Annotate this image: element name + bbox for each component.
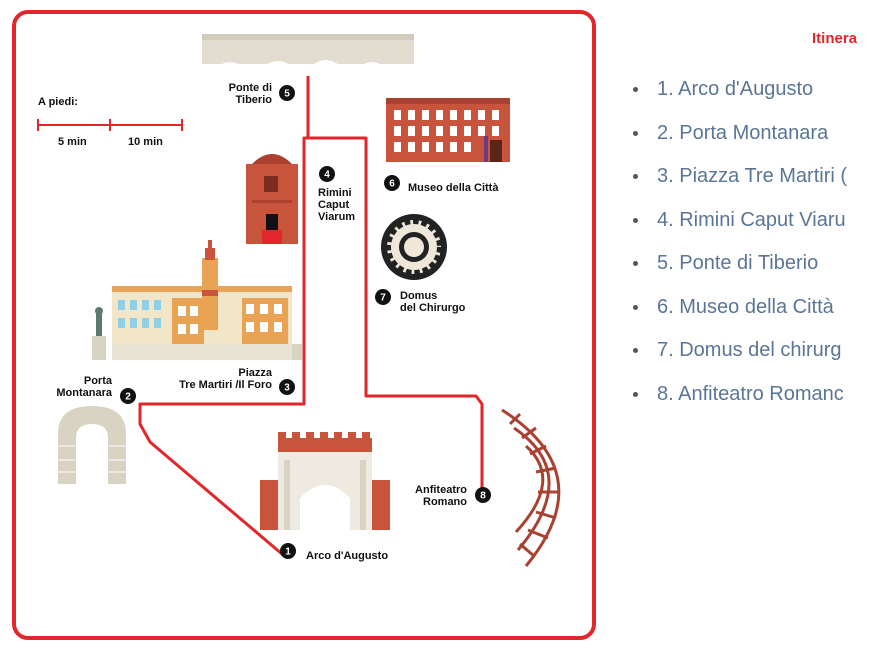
- stop-label-5: Ponte di: [229, 82, 272, 94]
- itinerary-item-label[interactable]: 8. Anfiteatro Romanc: [657, 382, 844, 405]
- stop-marker-8: [475, 487, 491, 503]
- arch-illustration: [260, 432, 390, 530]
- walking-scale: A piedi: 5 min 10 min: [37, 96, 183, 148]
- itinerary-title: Itinera: [812, 30, 858, 47]
- stop-label-3: Tre Martiri /Il Foro: [179, 379, 272, 391]
- bullet-icon: [633, 304, 638, 310]
- amphitheatre-illustration: [501, 408, 561, 567]
- bullet-icon: [633, 348, 638, 353]
- stop-number-5: 5: [284, 89, 290, 100]
- bullet-icon: [633, 87, 638, 92]
- stop-number-1: 1: [285, 547, 291, 558]
- stop-number-8: 8: [480, 491, 486, 502]
- bullet-icon: [633, 261, 638, 266]
- itinerary-item-label[interactable]: 6. Museo della Città: [657, 295, 834, 318]
- walking-route: [138, 136, 484, 556]
- itinerary-item: 7. Domus del chirurg: [630, 333, 871, 377]
- itinerary-item-label[interactable]: 5. Ponte di Tiberio: [657, 252, 819, 274]
- stop-label-7: del Chirurgo: [400, 302, 466, 314]
- bullet-icon: [633, 391, 638, 397]
- stop-label-5: Tiberio: [236, 94, 273, 106]
- itinerary-item: 3. Piazza Tre Martiri (: [630, 159, 871, 203]
- stop-label-4: Rimini: [318, 187, 352, 199]
- map-canvas: A piedi: 5 min 10 min 1 Arco d'Augusto 2 Po…: [37, 34, 561, 567]
- map-stop-6: 6 Museo della Città: [384, 175, 499, 194]
- stop-number-4: 4: [324, 170, 330, 181]
- stop-label-8: Romano: [423, 496, 467, 508]
- stop-number-3: 3: [284, 383, 290, 394]
- itinerary-item: 5. Ponte di Tiberio: [630, 246, 871, 290]
- stop-label-2: Montanara: [56, 387, 113, 399]
- stop-label-3: Piazza: [238, 367, 273, 379]
- stop-label-4: Caput: [318, 199, 350, 211]
- stop-label-8: Anfiteatro: [415, 484, 467, 496]
- map-stop-1: 1 Arco d'Augusto: [280, 543, 388, 562]
- gate-illustration: [58, 406, 126, 484]
- stop-marker-2: [120, 388, 136, 404]
- stop-label-6: Museo della Città: [408, 182, 499, 194]
- itinerary-item-label[interactable]: 3. Piazza Tre Martiri (: [657, 165, 848, 187]
- itinerary-item-label[interactable]: 1. Arco d'Augusto: [657, 78, 814, 100]
- scale-label: A piedi:: [38, 96, 78, 108]
- stop-marker-5: [279, 85, 295, 101]
- bullet-icon: [633, 217, 638, 223]
- stop-number-7: 7: [380, 293, 386, 304]
- stop-label-2: Porta: [84, 375, 113, 387]
- bullet-icon: [633, 174, 638, 179]
- stop-label-4: Viarum: [318, 211, 355, 223]
- itinerary-list: 1. Arco d'Augusto 2. Porta Montanara 3. Pi…: [630, 72, 871, 420]
- itinerary-item: 2. Porta Montanara: [630, 116, 871, 160]
- stop-marker-3: [279, 379, 295, 395]
- itinerary-item-label[interactable]: 7. Domus del chirurg: [657, 339, 842, 361]
- stop-marker-1: [280, 543, 296, 559]
- scale-tick-5min: 5 min: [58, 136, 87, 148]
- mosaic-illustration: [381, 214, 447, 280]
- stop-marker-7: [375, 289, 391, 305]
- scale-tick-10min: 10 min: [128, 136, 163, 148]
- itinerary-item-label[interactable]: 4. Rimini Caput Viaru: [657, 208, 846, 231]
- stop-number-2: 2: [125, 392, 131, 403]
- itinerary-item-label[interactable]: 2. Porta Montanara: [657, 121, 829, 144]
- piazza-illustration: [92, 240, 302, 360]
- stop-label-1: Arco d'Augusto: [306, 550, 388, 562]
- bridge-illustration: [202, 34, 414, 74]
- stop-number-6: 6: [389, 179, 395, 190]
- itinerary-item: 8. Anfiteatro Romanc: [630, 377, 871, 421]
- itinerary-item: 6. Museo della Città: [630, 290, 871, 334]
- museum-illustration: [386, 98, 510, 162]
- bullet-icon: [633, 130, 638, 136]
- tower-illustration: [246, 154, 298, 244]
- stop-marker-6: [384, 175, 400, 191]
- itinerary-item: 1. Arco d'Augusto: [630, 72, 871, 116]
- stop-marker-4: [319, 166, 335, 182]
- itinerary-item: 4. Rimini Caput Viaru: [630, 203, 871, 247]
- itinerary-map: A piedi: 5 min 10 min 1 Arco d'Augusto 2 Po…: [12, 10, 596, 640]
- stop-label-7: Domus: [400, 290, 437, 302]
